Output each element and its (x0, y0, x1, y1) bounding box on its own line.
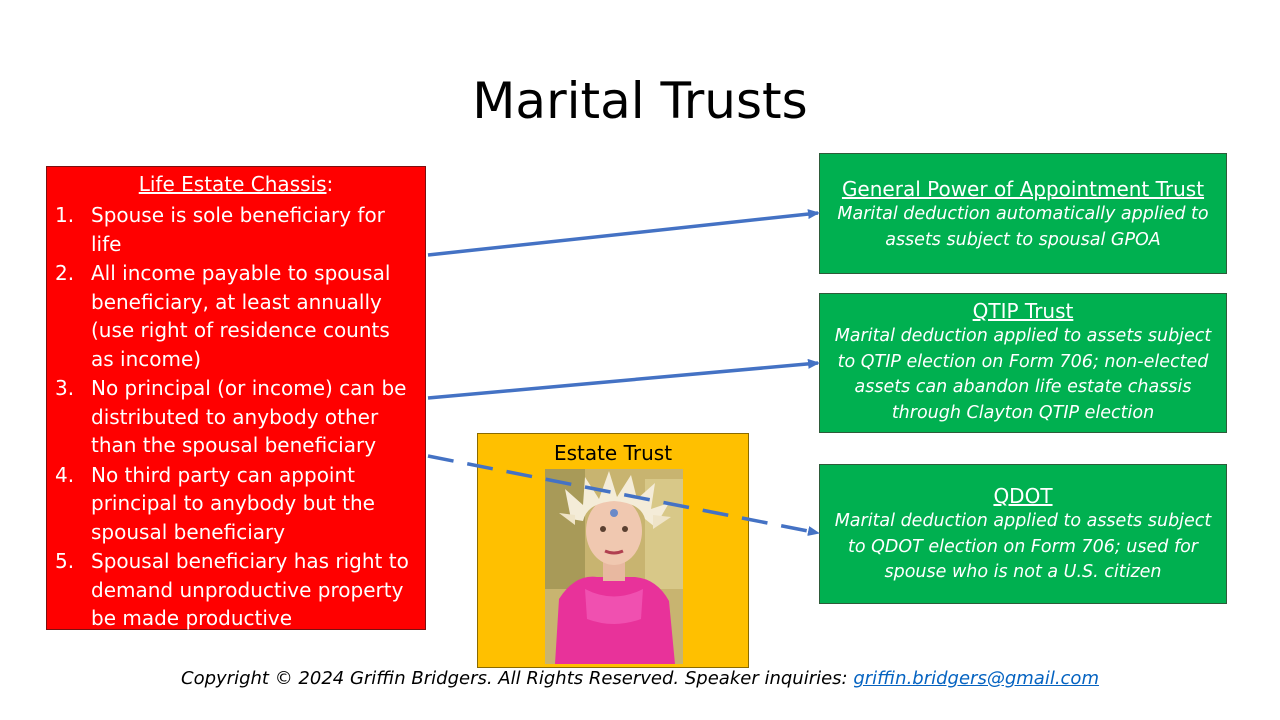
person-photo-image (545, 469, 683, 664)
life-estate-heading-colon: : (326, 172, 334, 196)
qtip-trust-box: QTIP Trust Marital deduction applied to … (819, 293, 1227, 433)
gpoa-trust-box: General Power of Appointment Trust Marit… (819, 153, 1227, 274)
estate-trust-title: Estate Trust (553, 441, 673, 465)
list-item: 4. No third party can appoint principal t… (47, 461, 425, 547)
list-item-text: Spousal beneficiary has right to demand … (91, 549, 409, 630)
list-item: 1. Spouse is sole beneficiary for life (47, 201, 425, 258)
list-item: 2. All income payable to spousal benefici… (47, 259, 425, 373)
copyright-footer: Copyright © 2024 Griffin Bridgers. All R… (0, 668, 1280, 689)
life-estate-chassis-box: Life Estate Chassis: 1. Spouse is sole be… (46, 166, 426, 630)
qdot-trust-box: QDOT Marital deduction applied to assets… (819, 464, 1227, 604)
list-item-number: 5. (55, 549, 75, 573)
list-item-text: No principal (or income) can be distribu… (91, 376, 407, 457)
list-item-number: 1. (55, 203, 75, 227)
list-item-number: 3. (55, 376, 75, 400)
qtip-trust-description: Marital deduction applied to assets subj… (834, 326, 1212, 423)
qdot-trust-description: Marital deduction applied to assets subj… (834, 511, 1212, 582)
person-photo (545, 469, 683, 664)
gpoa-trust-title: General Power of Appointment Trust (841, 177, 1205, 201)
list-item-text: No third party can appoint principal to … (91, 462, 375, 544)
speaker-email-link[interactable]: griffin.bridgers@gmail.com (853, 668, 1099, 689)
arrow-to-gpoa (427, 209, 820, 257)
requirements-list: 1. Spouse is sole beneficiary for life 2.… (47, 201, 425, 633)
qdot-trust-title: QDOT (993, 484, 1053, 508)
life-estate-heading-text: Life Estate Chassis (138, 172, 327, 196)
list-item-text: All income payable to spousal beneficiar… (91, 261, 391, 371)
list-item: 3. No principal (or income) can be distri… (47, 374, 425, 460)
life-estate-heading: Life Estate Chassis: (47, 171, 425, 197)
estate-trust-box: Estate Trust (477, 433, 749, 668)
list-item: 5. Spousal beneficiary has right to deman… (47, 547, 425, 633)
list-item-number: 2. (55, 261, 75, 285)
gpoa-trust-description: Marital deduction automatically applied … (837, 204, 1209, 250)
arrow-to-qtip (427, 358, 820, 400)
list-item-number: 4. (55, 462, 75, 487)
arrow-to-qdot-dashed (427, 454, 820, 536)
list-item-text: Spouse is sole beneficiary for life (91, 203, 385, 256)
copyright-text: Copyright © 2024 Griffin Bridgers. All R… (181, 668, 854, 689)
qtip-trust-title: QTIP Trust (972, 299, 1074, 323)
slide-title: Marital Trusts (472, 72, 808, 130)
